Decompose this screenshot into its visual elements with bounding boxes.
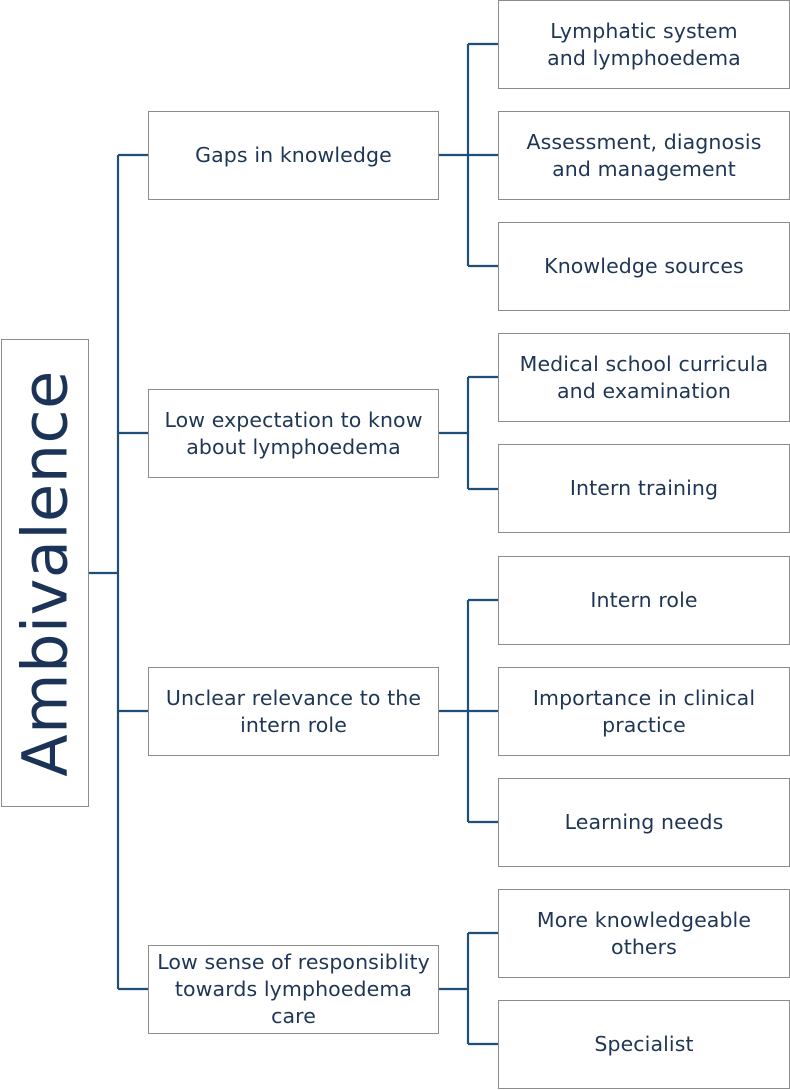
subtheme-lymphatic-system: Lymphatic system and lymphoedema [498,0,790,89]
subtheme-label: Knowledge sources [544,254,744,278]
theme-low-expectation: Low expectation to know about lymphoedem… [148,389,439,478]
subtheme-learning-needs: Learning needs [498,778,790,867]
subtheme-importance-in-clinical-practice: Importance in clinical practice [498,667,790,756]
subtheme-label: Specialist [594,1032,694,1056]
theme-low-sense-of-responsibility: Low sense of responsiblity towards lymph… [148,945,439,1034]
subtheme-medical-school-curricula: Medical school curricula and examination [498,333,790,422]
theme-label: Low sense of responsiblity towards lymph… [157,950,430,1028]
subtheme-intern-role: Intern role [498,556,790,645]
subtheme-specialist: Specialist [498,1000,790,1089]
root-label: Ambivalence [8,369,82,777]
subtheme-label: Lymphatic system and lymphoedema [547,18,741,70]
subtheme-knowledge-sources: Knowledge sources [498,222,790,311]
theme-label: Gaps in knowledge [195,143,392,167]
subtheme-label: Assessment, diagnosis and management [526,129,762,181]
subtheme-more-knowledgeable-others: More knowledgeable others [498,889,790,978]
subtheme-intern-training: Intern training [498,444,790,533]
theme-gaps-in-knowledge: Gaps in knowledge [148,111,439,200]
subtheme-label: Learning needs [564,810,724,834]
subtheme-label: More knowledgeable others [536,907,752,959]
subtheme-label: Medical school curricula and examination [519,351,769,403]
root-node-ambivalence: Ambivalence [1,339,89,807]
theme-unclear-relevance: Unclear relevance to the intern role [148,667,439,756]
subtheme-label: Intern training [569,476,719,500]
theme-label: Low expectation to know about lymphoedem… [164,407,423,459]
subtheme-label: Importance in clinical practice [532,685,756,737]
subtheme-assessment-diagnosis: Assessment, diagnosis and management [498,111,790,200]
theme-label: Unclear relevance to the intern role [165,685,422,737]
subtheme-label: Intern role [590,588,698,612]
